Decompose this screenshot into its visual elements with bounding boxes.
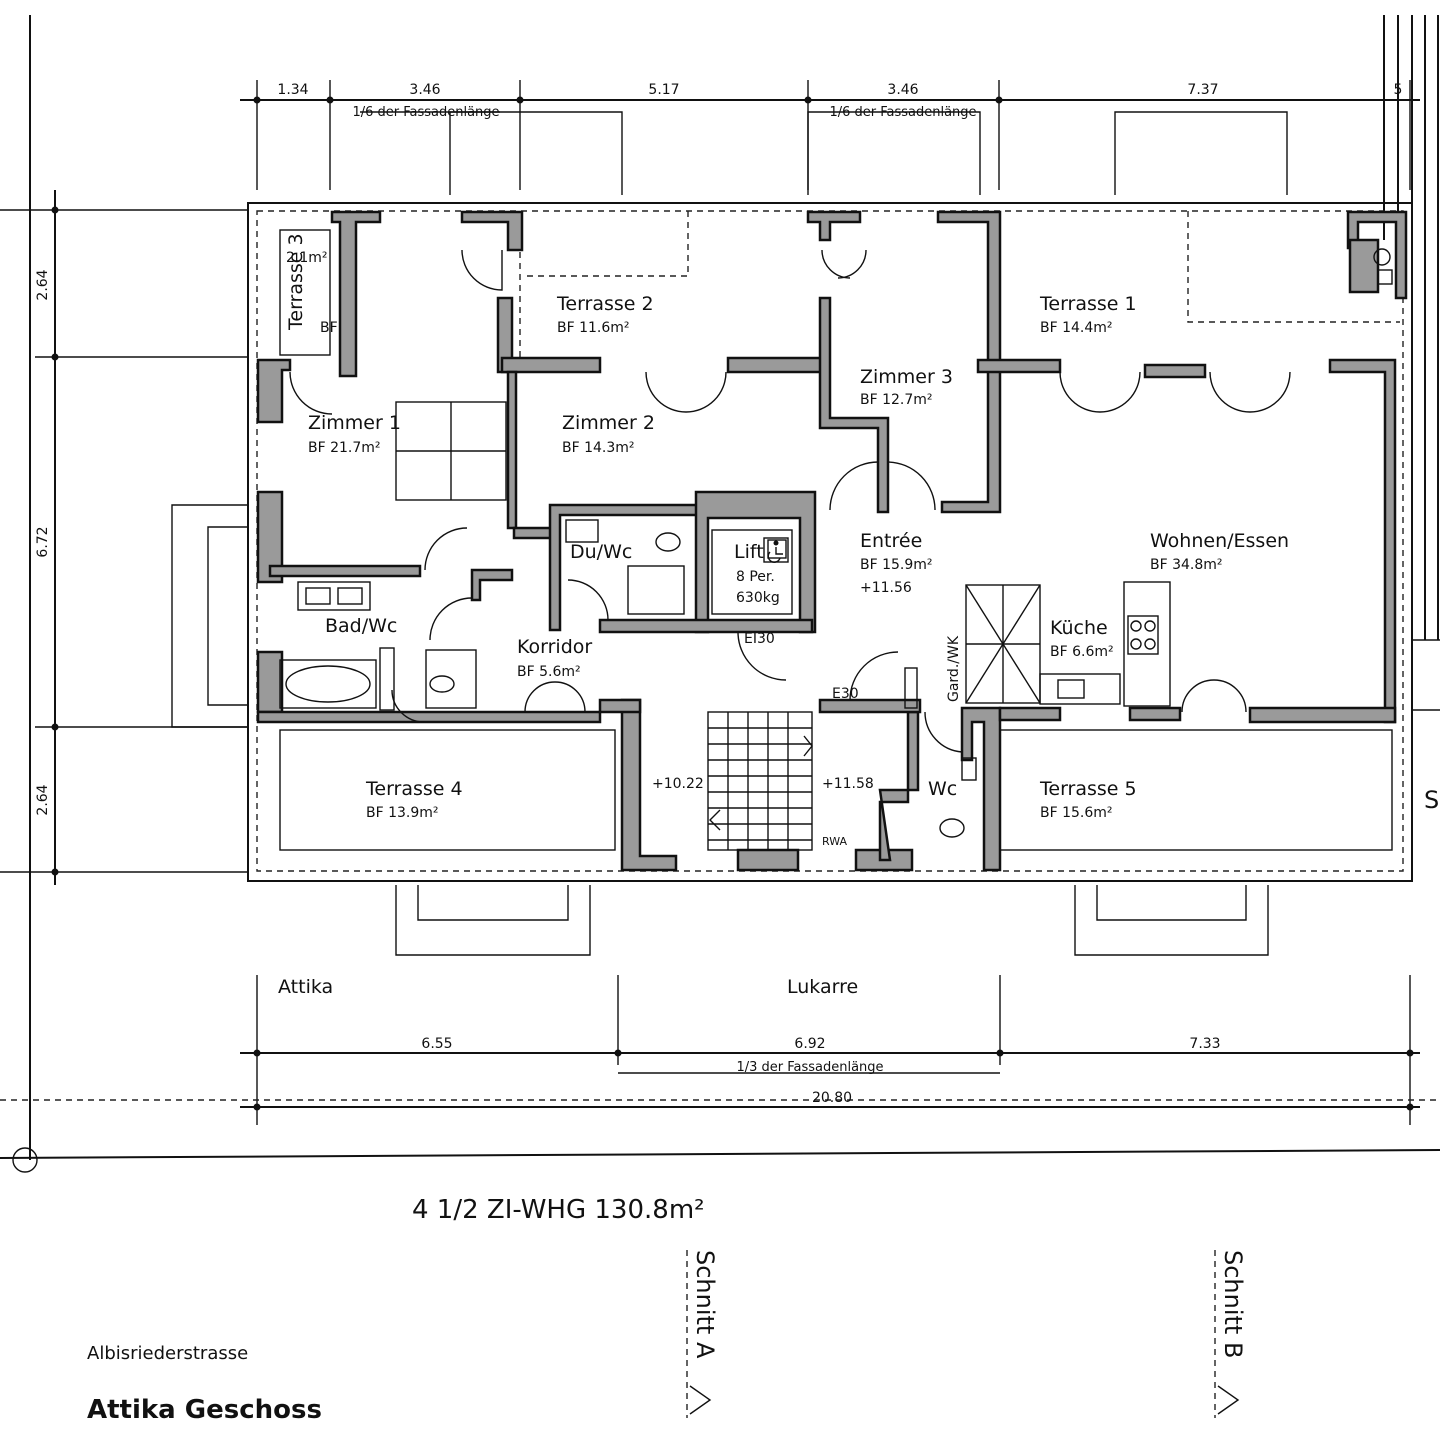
zimmer2-area: BF 14.3m²: [562, 440, 635, 456]
doors-windows: [289, 249, 1291, 753]
terrasse3-name: Terrasse 3: [285, 233, 307, 331]
section-b-label: Schnitt B: [1219, 1250, 1247, 1358]
bottom-dimension-chain: Attika Lukarre 6.55 6.92 7.33 1/3 der Fa…: [0, 975, 1440, 1125]
duwc-name: Du/Wc: [570, 541, 632, 563]
zimmer3-area: BF 12.7m²: [860, 392, 933, 408]
title-block: 4 1/2 ZI-WHG 130.8m² Albisriederstrasse …: [87, 1195, 1247, 1425]
e30-tag: E30: [832, 686, 859, 702]
top-dim-3: 5.17: [648, 82, 679, 98]
top-dim-1: 1.34: [277, 82, 308, 98]
edge-letter: S: [1424, 786, 1439, 814]
korridor-area: BF 5.6m²: [517, 664, 581, 680]
top-dim-5: 7.37: [1187, 82, 1218, 98]
apartment-label: 4 1/2 ZI-WHG 130.8m²: [412, 1195, 705, 1225]
bottom-note: 1/3 der Fassadenlänge: [736, 1060, 883, 1075]
wc-name: Wc: [928, 778, 957, 800]
left-dim-3: 2.64: [35, 784, 51, 815]
kueche-area: BF 6.6m²: [1050, 644, 1114, 660]
bottom-dim-2: 6.92: [794, 1036, 825, 1052]
left-dim-1: 2.64: [35, 269, 51, 300]
terrasse3-area: 2.1m²: [286, 250, 328, 266]
stair: [707, 711, 813, 851]
wohnen-area: BF 34.8m²: [1150, 557, 1223, 573]
ei30-tag: EI30: [744, 631, 775, 647]
walls: [256, 210, 1408, 872]
bottom-total: 20.80: [812, 1090, 852, 1106]
zimmer1-area: BF 21.7m²: [308, 440, 381, 456]
stair-high-level: +11.58: [822, 776, 874, 792]
terrasse1-area: BF 14.4m²: [1040, 320, 1113, 336]
zimmer1-name: Zimmer 1: [308, 412, 401, 434]
terrasse2-area: BF 11.6m²: [557, 320, 630, 336]
korridor-name: Korridor: [517, 636, 592, 658]
terrasse5-name: Terrasse 5: [1039, 778, 1137, 800]
room-labels: Terrasse 3 2.1m² BF Terrasse 2 BF 11.6m²…: [285, 233, 1439, 848]
site-lines: [0, 15, 1440, 1173]
top-dim-2: 3.46: [409, 82, 440, 98]
section-a-label: Schnitt A: [691, 1250, 719, 1359]
dormer-frames: [171, 504, 1440, 956]
stair-low-level: +10.22: [652, 776, 704, 792]
wohnen-name: Wohnen/Essen: [1150, 530, 1289, 552]
left-dimension-chain: 2.64 6.72 2.64: [0, 190, 248, 885]
rwa-label: RWA: [822, 835, 847, 848]
terrasse4-area: BF 13.9m²: [366, 805, 439, 821]
terrasse5-area: BF 15.6m²: [1040, 805, 1113, 821]
bottom-dim-1: 6.55: [421, 1036, 452, 1052]
gard-name: Gard./WK: [946, 635, 962, 702]
lift-cap1: 8 Per.: [736, 569, 775, 585]
top-dimension-chain: 1.34 3.46 5.17 3.46 7.37 5 1/6 der Fassa…: [240, 80, 1420, 195]
terrasse4-name: Terrasse 4: [365, 778, 463, 800]
zimmer3-name: Zimmer 3: [860, 366, 953, 388]
lift-name: Lift: [734, 541, 764, 563]
terrasse3-bf: BF: [320, 320, 338, 336]
bottom-dim-3: 7.33: [1189, 1036, 1220, 1052]
entree-name: Entrée: [860, 530, 922, 552]
lift-cap2: 630kg: [736, 590, 780, 606]
top-note-left: 1/6 der Fassadenlänge: [352, 105, 499, 120]
terrasse1-name: Terrasse 1: [1039, 293, 1137, 315]
top-note-right: 1/6 der Fassadenlänge: [829, 105, 976, 120]
furniture: [279, 248, 1393, 838]
top-dim-4: 3.46: [887, 82, 918, 98]
floor-title: Attika Geschoss: [87, 1395, 322, 1425]
wheelchair-icon: [763, 537, 789, 563]
street-label: Albisriederstrasse: [87, 1343, 248, 1364]
entree-level: +11.56: [860, 580, 912, 596]
left-dim-2: 6.72: [35, 526, 51, 557]
attika-label: Attika: [278, 976, 333, 998]
entree-area: BF 15.9m²: [860, 557, 933, 573]
lukarre-label: Lukarre: [787, 976, 858, 998]
terrasse2-name: Terrasse 2: [556, 293, 654, 315]
zimmer2-name: Zimmer 2: [562, 412, 655, 434]
badwc-name: Bad/Wc: [325, 615, 397, 637]
kueche-name: Küche: [1050, 617, 1108, 639]
top-dim-6: 5: [1394, 82, 1403, 98]
